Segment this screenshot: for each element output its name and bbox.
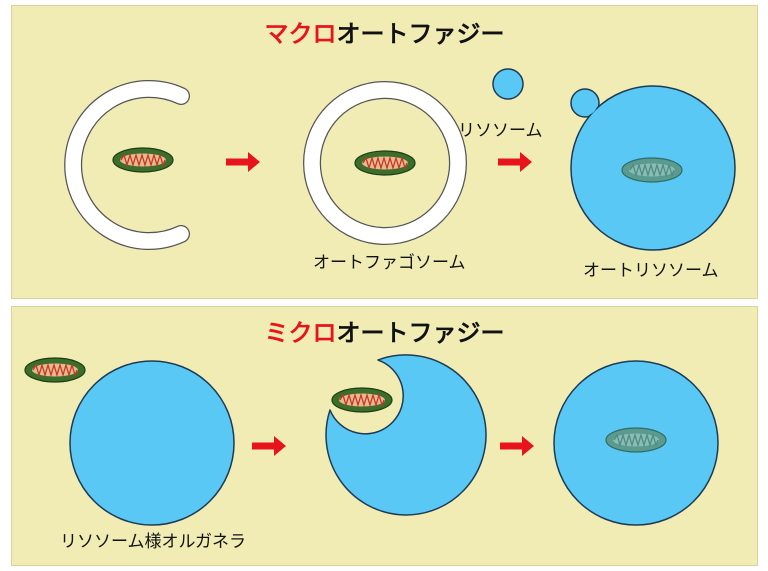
macroautophagy-title: マクロオートファジー <box>12 14 757 49</box>
invaginating-vacuole <box>325 354 487 516</box>
isolation-membrane <box>64 80 190 250</box>
lysosome <box>492 68 524 100</box>
title-rest: オートファジー <box>336 20 505 48</box>
mitochondrion-icon <box>605 427 667 453</box>
autophagosome <box>303 81 467 245</box>
title-rest: オートファジー <box>336 319 505 347</box>
arrow-icon <box>500 436 534 456</box>
arrow-icon <box>252 436 286 456</box>
title-accent: ミクロ <box>264 319 337 347</box>
mitochondrion-icon <box>331 387 393 413</box>
mitochondrion-icon <box>621 157 683 183</box>
arrow-icon <box>226 152 260 172</box>
lysosome-like-organelle <box>69 360 235 526</box>
label-lysosome: リソソーム <box>458 121 543 141</box>
label-lysosome-like-organelle: リソソーム様オルガネラ <box>60 532 246 552</box>
label-autophagosome: オートファゴソーム <box>313 253 466 273</box>
label-autolysosome: オートリソソーム <box>583 261 719 281</box>
mitochondrion-icon <box>24 357 86 383</box>
mitochondrion-icon <box>112 147 174 173</box>
title-accent: マクロ <box>264 20 337 48</box>
microautophagy-title: ミクロオートファジー <box>12 313 757 348</box>
arrow-icon <box>498 152 532 172</box>
mitochondrion-icon <box>354 150 416 176</box>
